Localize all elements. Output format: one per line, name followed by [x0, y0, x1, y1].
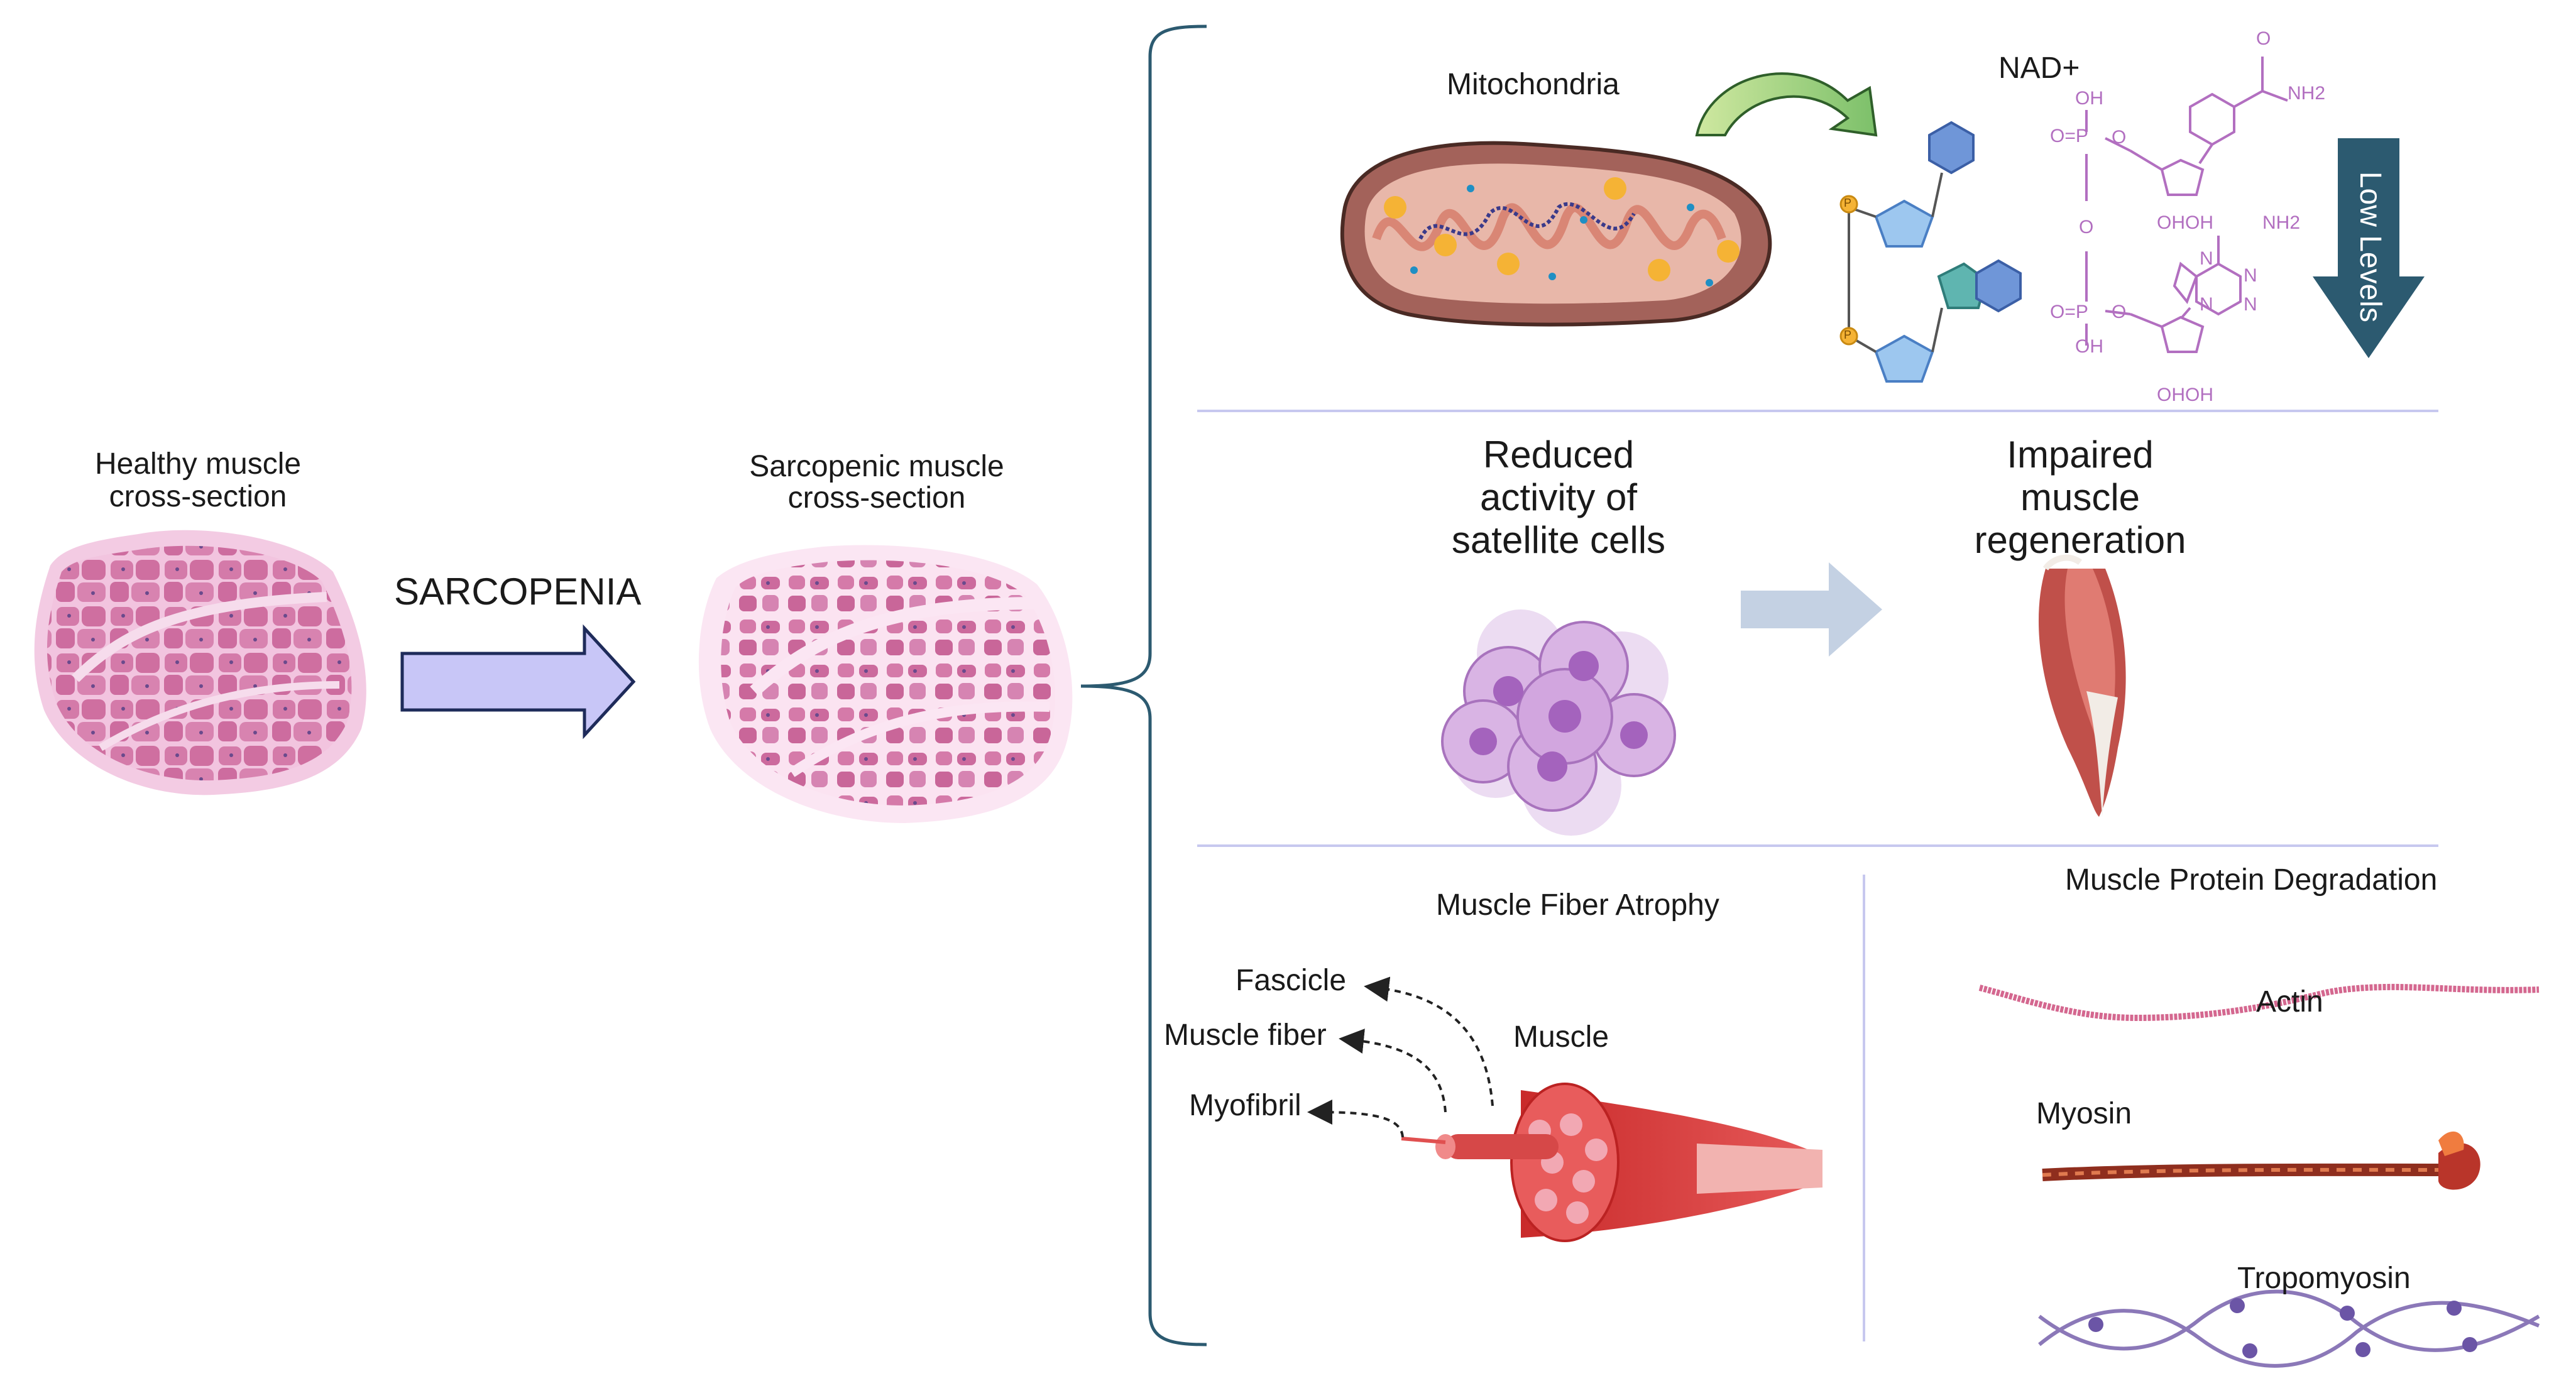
phosphate-label-1: P [1844, 197, 1852, 209]
satellite-label-line3: satellite cells [1451, 519, 1666, 561]
muscle-regeneration-illustration [2038, 554, 2126, 817]
regeneration-arrow [1741, 562, 1882, 657]
leader-arrows [1307, 976, 1494, 1138]
muscle-fiber-label: Muscle fiber [1164, 1018, 1327, 1052]
nad-chemical-structure [2085, 57, 2288, 353]
satellite-label-line2: activity of [1479, 476, 1638, 518]
chem-op1: O=P [2050, 126, 2088, 146]
actin-filament [1978, 983, 2540, 1022]
chem-n4: N [2244, 294, 2257, 315]
low-levels-label: Low Levels [2353, 171, 2387, 322]
myofibril-label: Myofibril [1189, 1089, 1302, 1122]
chem-n1: N [2200, 248, 2213, 269]
curved-arrow [1695, 72, 1878, 137]
sarcopenia-label: SARCOPENIA [394, 571, 642, 613]
healthy-muscle-illustration [34, 530, 366, 795]
tropomyosin-label: Tropomyosin [2237, 1262, 2411, 1295]
chem-oh1: OH [2075, 88, 2103, 109]
sarcopenic-label-line1: Sarcopenic muscle [749, 450, 1004, 483]
sarcopenia-arrow [400, 624, 636, 740]
nad-schematic [1839, 121, 2022, 383]
fiber-atrophy-title: Muscle Fiber Atrophy [1436, 888, 1719, 922]
chem-op2: O=P [2050, 302, 2088, 322]
chem-oh2: OH [2075, 336, 2103, 357]
sarcopenic-label-line2: cross-section [787, 481, 966, 515]
regen-label-line2: muscle [2020, 476, 2140, 518]
sarcopenic-muscle-illustration [698, 545, 1073, 823]
chem-nh2-mid: NH2 [2262, 212, 2301, 233]
regen-label-line1: Impaired [2007, 434, 2154, 476]
mitochondria-illustration [1340, 141, 1772, 327]
protein-degradation-title: Muscle Protein Degradation [2065, 863, 2438, 897]
fascicle-label: Fascicle [1236, 964, 1347, 997]
chem-nh2-top: NH2 [2288, 83, 2326, 104]
chem-o-link1: O [2112, 127, 2127, 148]
healthy-label-line1: Healthy muscle [94, 447, 302, 481]
nad-label: NAD+ [1998, 52, 2080, 85]
chem-ohoh2: OHOH [2157, 385, 2213, 405]
satellite-cells-illustration [1441, 609, 1676, 836]
chem-n2: N [2244, 265, 2257, 286]
muscle-anatomy-illustration [1401, 1083, 1822, 1242]
chem-o-link2: O [2112, 302, 2127, 322]
satellite-label-line1: Reduced [1483, 434, 1635, 476]
chem-o1: O [2256, 28, 2271, 49]
phosphate-label-2: P [1844, 329, 1852, 341]
healthy-label-line2: cross-section [109, 480, 287, 513]
chem-n3: N [2200, 294, 2213, 315]
mitochondria-label: Mitochondria [1447, 68, 1620, 101]
chem-o-mid: O [2079, 217, 2094, 238]
myosin-label: Myosin [2036, 1097, 2132, 1130]
grouping-bracket [1080, 25, 1207, 1346]
low-levels-arrow [2313, 138, 2425, 358]
myosin-filament [2042, 1131, 2480, 1190]
tropomyosin-filament [2038, 1289, 2540, 1368]
actin-label: Actin [2256, 985, 2323, 1018]
muscle-label: Muscle [1513, 1020, 1609, 1054]
chem-ohoh1: OHOH [2157, 212, 2213, 233]
regen-label-line3: regeneration [1974, 519, 2186, 561]
